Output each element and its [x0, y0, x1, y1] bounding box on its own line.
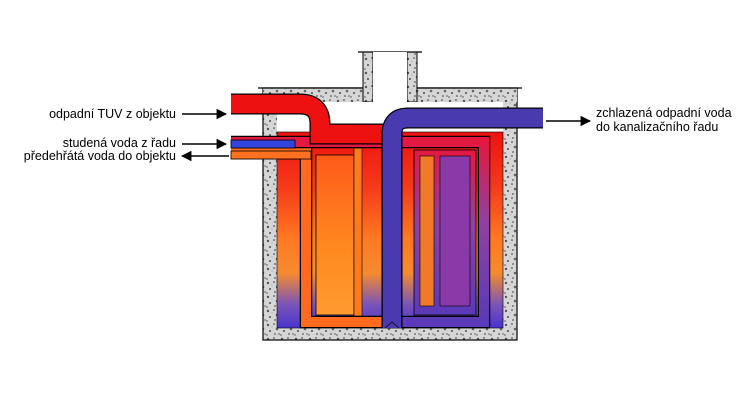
label-cold-water-in: studená voda z řadu — [63, 136, 176, 150]
flow-arrows — [180, 108, 592, 162]
label-cooled-out-line2: do kanalizačního řadu — [596, 120, 718, 134]
label-preheated-out: předehřátá voda do objektu — [24, 149, 176, 163]
cooled-waste-outlet-pipe — [381, 107, 543, 329]
preheated-water-pipe — [230, 150, 312, 160]
label-hot-waste-in: odpadní TUV z objektu — [49, 107, 176, 121]
hot-waste-inlet-pipe — [231, 93, 385, 145]
inspection-shaft — [358, 51, 422, 103]
label-cooled-out-line1: zchlazená odpadní voda — [596, 106, 732, 120]
cold-water-pipe — [230, 139, 296, 149]
